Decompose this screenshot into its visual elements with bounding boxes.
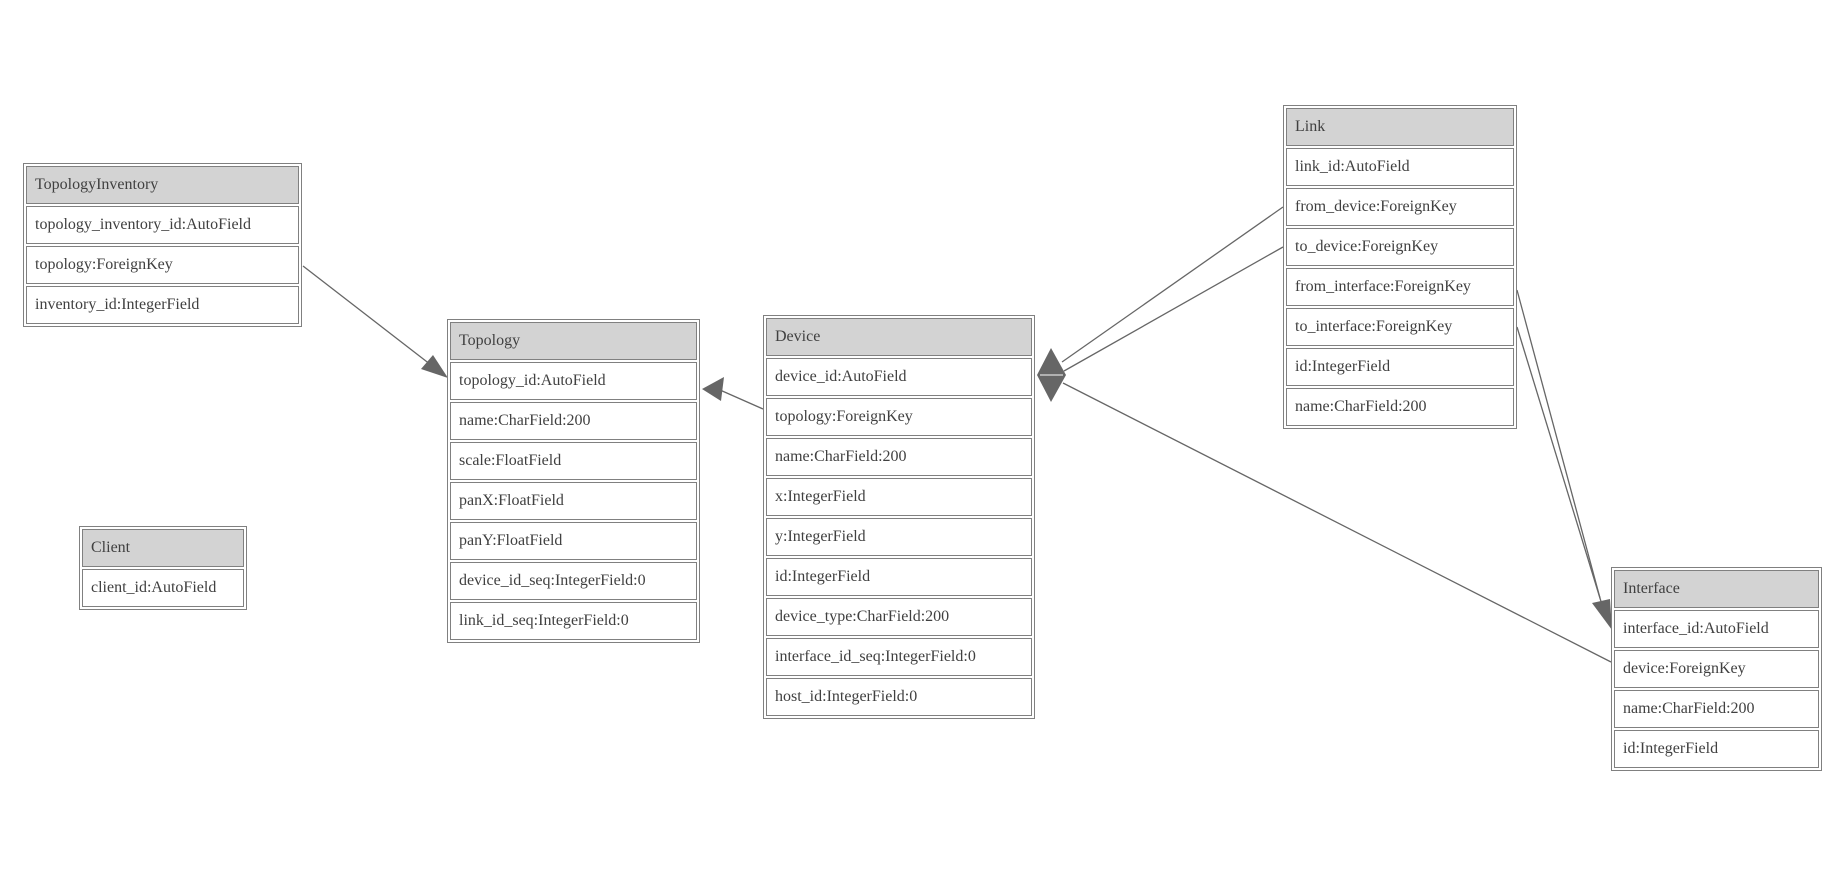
entity-client-header: Client [82, 529, 244, 567]
field-row: scale:FloatField [450, 442, 697, 480]
field-row: topology:ForeignKey [766, 398, 1032, 436]
connection-topologyinventory-topology [302, 265, 445, 376]
field-row: device_id_seq:IntegerField:0 [450, 562, 697, 600]
entity-topology-header: Topology [450, 322, 697, 360]
field-row: name:CharField:200 [1614, 690, 1819, 728]
field-row: link_id_seq:IntegerField:0 [450, 602, 697, 640]
entity-interface-header: Interface [1614, 570, 1819, 608]
field-row: name:CharField:200 [766, 438, 1032, 476]
field-row: name:CharField:200 [1286, 388, 1514, 426]
arrowhead-topologyinventory-topology [421, 355, 448, 378]
entity-link-header: Link [1286, 108, 1514, 146]
field-row: topology_inventory_id:AutoField [26, 206, 299, 244]
connection-link-todevice-device [1063, 246, 1284, 372]
field-row: id:IntegerField [1614, 730, 1819, 768]
field-row: inventory_id:IntegerField [26, 286, 299, 324]
entity-link[interactable]: Link link_id:AutoField from_device:Forei… [1283, 105, 1517, 429]
entity-topology[interactable]: Topology topology_id:AutoField name:Char… [447, 319, 700, 643]
field-row: to_interface:ForeignKey [1286, 308, 1514, 346]
field-row: topology_id:AutoField [450, 362, 697, 400]
field-row: device_type:CharField:200 [766, 598, 1032, 636]
field-row: interface_id_seq:IntegerField:0 [766, 638, 1032, 676]
arrowhead-device-topology [702, 377, 724, 401]
field-row: interface_id:AutoField [1614, 610, 1819, 648]
field-row: device_id:AutoField [766, 358, 1032, 396]
entity-client[interactable]: Client client_id:AutoField [79, 526, 247, 610]
field-row: device:ForeignKey [1614, 650, 1819, 688]
field-row: panX:FloatField [450, 482, 697, 520]
field-row: name:CharField:200 [450, 402, 697, 440]
field-row: client_id:AutoField [82, 569, 244, 607]
field-row: id:IntegerField [766, 558, 1032, 596]
arrowhead-link-interface [1592, 599, 1612, 630]
entity-interface[interactable]: Interface interface_id:AutoField device:… [1611, 567, 1822, 771]
connection-link-fromdevice-device [1061, 206, 1284, 363]
field-row: x:IntegerField [766, 478, 1032, 516]
field-row: topology:ForeignKey [26, 246, 299, 284]
field-row: from_device:ForeignKey [1286, 188, 1514, 226]
connection-interface-device [1062, 382, 1612, 663]
connection-link-frominterface-interface [1516, 289, 1601, 599]
field-row: to_device:ForeignKey [1286, 228, 1514, 266]
entity-device[interactable]: Device device_id:AutoField topology:Fore… [763, 315, 1035, 719]
entity-device-header: Device [766, 318, 1032, 356]
connection-device-topology [719, 389, 764, 410]
field-row: id:IntegerField [1286, 348, 1514, 386]
field-row: link_id:AutoField [1286, 148, 1514, 186]
field-row: y:IntegerField [766, 518, 1032, 556]
connection-link-tointerface-interface [1516, 326, 1604, 609]
field-row: from_interface:ForeignKey [1286, 268, 1514, 306]
entity-topologyinventory-header: TopologyInventory [26, 166, 299, 204]
field-row: host_id:IntegerField:0 [766, 678, 1032, 716]
entity-topologyinventory[interactable]: TopologyInventory topology_inventory_id:… [23, 163, 302, 327]
field-row: panY:FloatField [450, 522, 697, 560]
